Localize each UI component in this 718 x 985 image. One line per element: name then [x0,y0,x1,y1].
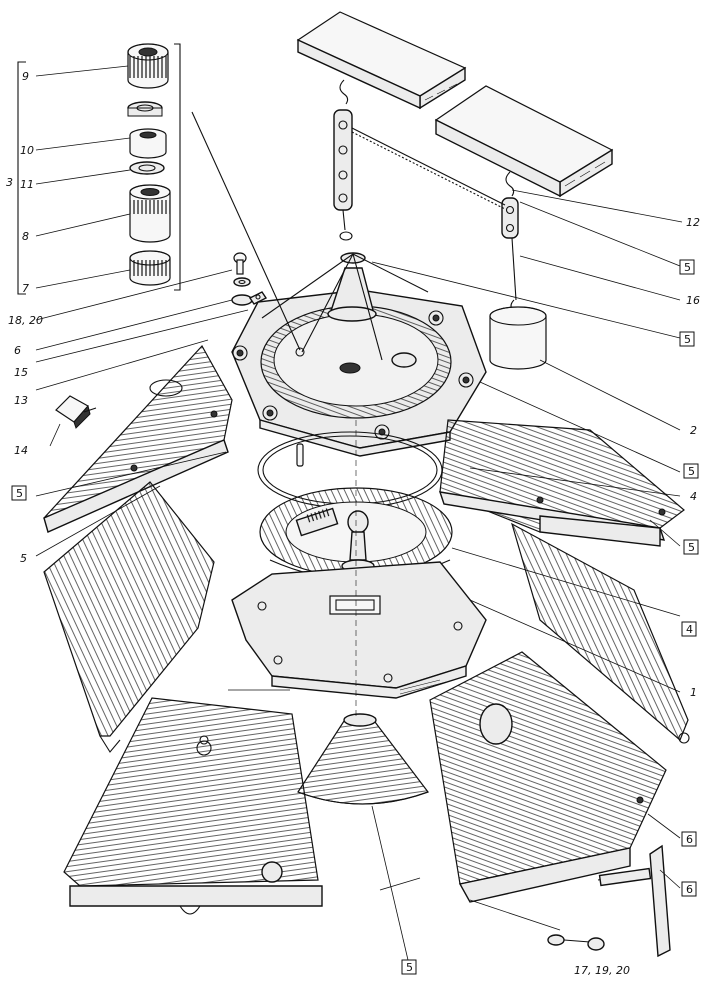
panel-upper-right [438,419,685,547]
boxed-callout-4: 4 [681,621,697,637]
callout-7: 7 [22,282,29,295]
boxed-callout-5-e: 5 [683,539,699,555]
svg-text:5: 5 [684,333,691,346]
callout-2: 2 [690,424,697,437]
ceiling-beam-right [434,85,614,198]
boxed-callout-6-a: 6 [681,831,697,847]
ceiling-beam-left [296,11,467,110]
callout-5: 5 [20,552,27,565]
boxed-callout-5-b: 5 [679,259,695,275]
callout-8: 8 [22,230,29,243]
svg-text:5: 5 [684,261,691,274]
svg-text:4: 4 [686,623,693,636]
boxed-callout-6-b: 6 [681,881,697,897]
callout-13: 13 [14,394,28,407]
boxed-callout-5-d: 5 [683,463,699,479]
panel-mid-left [43,481,215,753]
boxed-callout-5-f: 5 [401,959,417,975]
boxed-callout-5-a: 5 [11,485,27,501]
svg-text:6: 6 [686,833,693,846]
boxed-callout-5-c: 5 [679,331,695,347]
callout-15: 15 [14,366,28,379]
svg-text:5: 5 [16,487,23,500]
callout-11: 11 [20,178,34,191]
bottom-cone-shade [297,713,429,805]
lower-hex-base [231,561,487,699]
leader-lines [35,65,683,961]
svg-text:5: 5 [406,961,413,974]
callout-14: 14 [14,444,28,457]
callout-10: 10 [20,144,34,157]
top-hex-plate [191,111,487,457]
callout-6: 6 [14,344,21,357]
panel-lower-left [63,697,323,915]
svg-text:6: 6 [686,883,693,896]
svg-text:5: 5 [688,465,695,478]
callout-4: 4 [690,490,697,503]
callout-3: 3 [6,176,13,189]
callout-18-20: 18, 20 [8,314,43,327]
svg-text:5: 5 [688,541,695,554]
callout-16: 16 [686,294,700,307]
bracket-and-bolt [469,844,671,958]
callout-9: 9 [22,70,29,83]
suspension-hooks-and-links [333,79,519,313]
bearing-stack-assembly [17,43,181,295]
adjust-knob [55,395,97,429]
panel-lower-right [429,651,667,903]
callout-1: 1 [690,686,697,699]
panel-mid-right [511,522,690,744]
callout-12: 12 [686,216,700,229]
callout-17-19-20: 17, 19, 20 [574,964,630,977]
small-fasteners [231,252,268,306]
counterweight [489,306,547,370]
